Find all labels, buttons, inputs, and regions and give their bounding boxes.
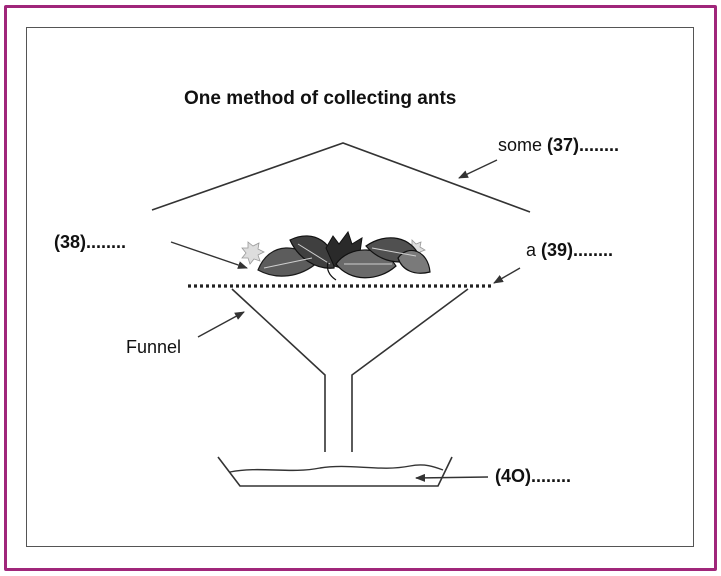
- dish-icon: [217, 456, 453, 487]
- cover-roof: [151, 142, 531, 213]
- funnel-right-wall: [351, 288, 469, 452]
- liquid-arrow: [415, 473, 489, 482]
- label-40-dots: ........: [531, 466, 572, 486]
- label-37-prefix: some: [498, 135, 548, 155]
- label-39-prefix: a: [526, 240, 542, 260]
- label-37: some (37)........: [498, 134, 619, 156]
- cover-arrow: [458, 159, 498, 179]
- label-37-dots: ........: [579, 135, 620, 155]
- funnel-arrow: [197, 311, 245, 338]
- label-39-number: (39): [541, 240, 574, 260]
- label-38-number: (38): [54, 232, 87, 252]
- label-38: (38)........: [54, 231, 126, 253]
- leaves-icon: [241, 230, 431, 281]
- label-funnel: Funnel: [126, 337, 182, 357]
- label-39-dots: ........: [573, 240, 614, 260]
- label-40: (4O)........: [495, 465, 571, 487]
- label-37-number: (37): [547, 135, 580, 155]
- label-40-number: (4O): [495, 466, 531, 486]
- diagram-title: One method of collecting ants: [184, 88, 457, 109]
- funnel-left-wall: [231, 288, 326, 452]
- liquid-surface: [229, 464, 444, 473]
- outer-frame: [4, 5, 717, 571]
- mesh-arrow: [493, 267, 521, 284]
- leaves-arrow: [170, 241, 248, 269]
- label-39: a (39)........: [526, 239, 613, 261]
- label-38-dots: ........: [86, 232, 127, 252]
- inner-frame: [26, 27, 694, 547]
